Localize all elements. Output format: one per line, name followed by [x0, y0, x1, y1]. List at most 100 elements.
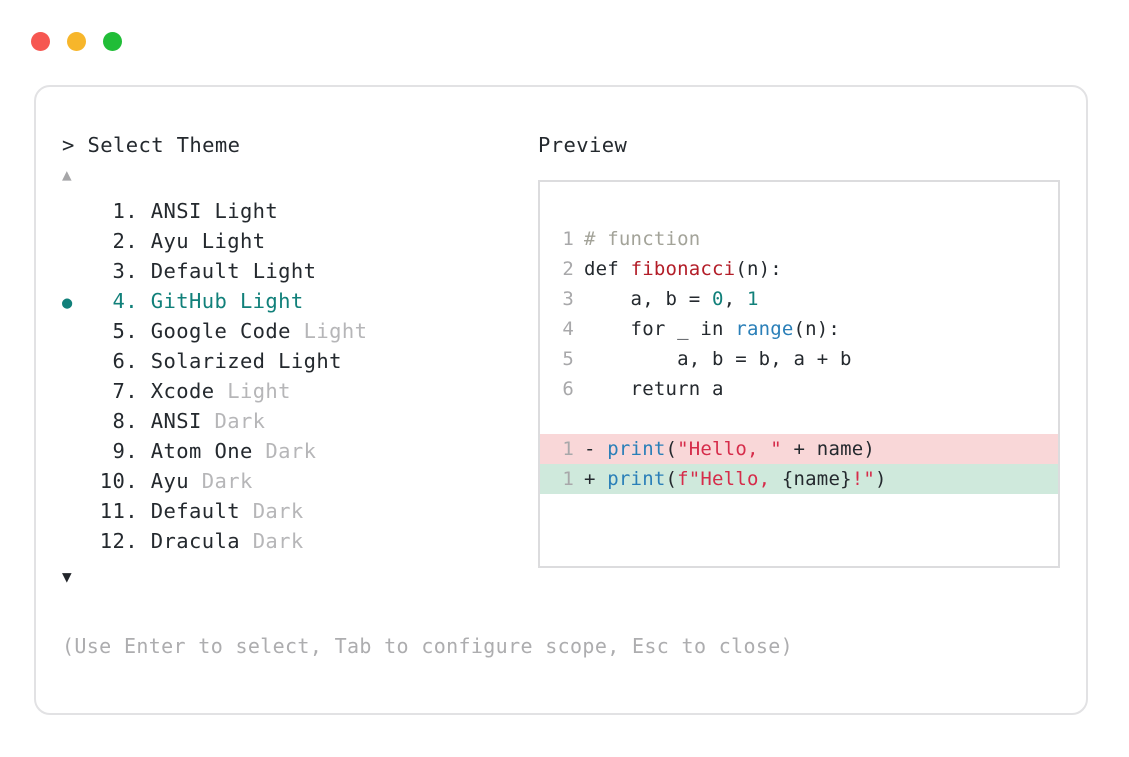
- scroll-up-icon[interactable]: ▲: [62, 165, 73, 184]
- keyboard-hint: (Use Enter to select, Tab to configure s…: [62, 634, 794, 658]
- theme-item-name: GitHub: [150, 289, 228, 313]
- theme-item-variant: Dark: [252, 439, 317, 463]
- selection-bullet-icon: ●: [62, 318, 88, 348]
- code-token-plain: a, b =: [584, 288, 713, 310]
- theme-list: ● 1. ANSI Light● 2. Ayu Light● 3. Defaul…: [62, 196, 532, 556]
- code-token-plain: a, b = b, a + b: [584, 348, 852, 370]
- theme-item-variant: Light: [188, 229, 266, 253]
- theme-item-name: Dracula: [150, 529, 240, 553]
- code-line-text: # function: [574, 224, 700, 254]
- theme-list-item[interactable]: ●12. Dracula Dark: [62, 526, 532, 556]
- code-token-plain: +: [584, 468, 608, 490]
- theme-item-spacer: [138, 256, 151, 286]
- maximize-window-button[interactable]: [103, 32, 122, 51]
- code-token-plain: for _ in: [584, 318, 736, 340]
- theme-list-item[interactable]: ● 1. ANSI Light: [62, 196, 532, 226]
- code-token-plain: ,: [723, 288, 747, 310]
- theme-item-number: 10.: [99, 469, 138, 493]
- close-window-button[interactable]: [31, 32, 50, 51]
- theme-list-item[interactable]: ● 6. Solarized Light: [62, 346, 532, 376]
- selection-bullet-icon: ●: [62, 198, 88, 228]
- code-token-builtin: print: [607, 468, 666, 490]
- theme-list-item[interactable]: ● 2. Ayu Light: [62, 226, 532, 256]
- code-token-plain: {name}: [781, 468, 852, 490]
- theme-item-spacer: [138, 376, 151, 406]
- theme-item-number: 9.: [99, 439, 138, 463]
- theme-list-item[interactable]: ● 9. Atom One Dark: [62, 436, 532, 466]
- selection-bullet-icon: ●: [62, 378, 88, 408]
- theme-item-number: 12.: [99, 529, 138, 553]
- selection-bullet-icon: ●: [62, 228, 88, 258]
- scroll-down-icon[interactable]: ▼: [62, 567, 73, 586]
- code-line-number: 5: [562, 348, 574, 370]
- code-line-text: + print(f"Hello, {name}!"): [574, 464, 887, 494]
- code-line-number: 1: [562, 438, 574, 460]
- theme-item-name: Ayu: [150, 229, 189, 253]
- theme-item-name: Default: [150, 259, 240, 283]
- theme-item-number: 3.: [99, 259, 138, 283]
- code-token-plain: ): [875, 468, 887, 490]
- selection-bullet-icon: ●: [62, 528, 88, 558]
- theme-list-item[interactable]: ● 5. Google Code Light: [62, 316, 532, 346]
- theme-item-number: 6.: [99, 349, 138, 373]
- code-token-string: f"Hello,: [677, 468, 782, 490]
- theme-item-spacer: [138, 196, 151, 226]
- code-line-text: a, b = 0, 1: [574, 284, 759, 314]
- theme-item-spacer: [138, 346, 151, 376]
- code-token-plain: return a: [584, 378, 724, 400]
- theme-item-spacer: [138, 526, 151, 556]
- code-line: 4 for _ in range(n):: [540, 314, 1058, 344]
- theme-list-item[interactable]: ● 3. Default Light: [62, 256, 532, 286]
- theme-item-spacer: [138, 466, 151, 496]
- code-line-text: def fibonacci(n):: [574, 254, 782, 284]
- code-token-plain: -: [584, 438, 608, 460]
- theme-list-item[interactable]: ● 7. Xcode Light: [62, 376, 532, 406]
- theme-item-variant: Light: [201, 199, 279, 223]
- theme-list-item[interactable]: ●11. Default Dark: [62, 496, 532, 526]
- code-token-keyword: def: [584, 258, 631, 280]
- code-line-text: return a: [574, 374, 724, 404]
- code-line-number: 3: [562, 288, 574, 310]
- selection-bullet-icon: ●: [62, 438, 88, 468]
- code-token-builtin: range: [735, 318, 794, 340]
- theme-item-number: 2.: [99, 229, 138, 253]
- code-token-plain: (n):: [735, 258, 782, 280]
- theme-item-variant: Light: [214, 379, 291, 403]
- theme-selector-card: > Select Theme ▲ ● 1. ANSI Light● 2. Ayu…: [34, 85, 1088, 715]
- theme-list-item[interactable]: ● 8. ANSI Dark: [62, 406, 532, 436]
- theme-item-variant: Light: [265, 349, 342, 373]
- theme-item-name: Ayu: [150, 469, 189, 493]
- code-line: 6 return a: [540, 374, 1058, 404]
- theme-item-spacer: [138, 436, 151, 466]
- code-line-number: 1: [562, 228, 574, 250]
- theme-item-name: ANSI: [150, 409, 202, 433]
- code-line-added: 1+ print(f"Hello, {name}!"): [540, 464, 1058, 494]
- theme-item-variant: Light: [290, 319, 368, 343]
- code-token-plain: (: [665, 438, 678, 460]
- code-token-string: !": [851, 468, 876, 490]
- theme-item-name: Atom One: [150, 439, 253, 463]
- theme-item-spacer: [138, 226, 151, 256]
- theme-item-spacer: [138, 406, 151, 436]
- theme-item-number: 7.: [99, 379, 138, 403]
- theme-item-spacer: [138, 496, 151, 526]
- theme-item-variant: Light: [239, 259, 317, 283]
- selection-bullet-icon: ●: [62, 498, 88, 528]
- theme-item-number: 1.: [99, 199, 138, 223]
- code-token-builtin: print: [607, 438, 666, 460]
- theme-item-number: 5.: [99, 319, 138, 343]
- theme-list-item[interactable]: ● 4. GitHub Light: [62, 286, 532, 316]
- theme-item-name: Xcode: [150, 379, 215, 403]
- selection-bullet-icon: ●: [62, 408, 88, 438]
- code-line-text: for _ in range(n):: [574, 314, 840, 344]
- theme-item-spacer: [138, 286, 151, 316]
- theme-list-item[interactable]: ●10. Ayu Dark: [62, 466, 532, 496]
- minimize-window-button[interactable]: [67, 32, 86, 51]
- selection-bullet-icon: ●: [62, 468, 88, 498]
- code-line: 1# function: [540, 224, 1058, 254]
- code-line-number: 2: [562, 258, 574, 280]
- preview-title: Preview: [538, 133, 628, 157]
